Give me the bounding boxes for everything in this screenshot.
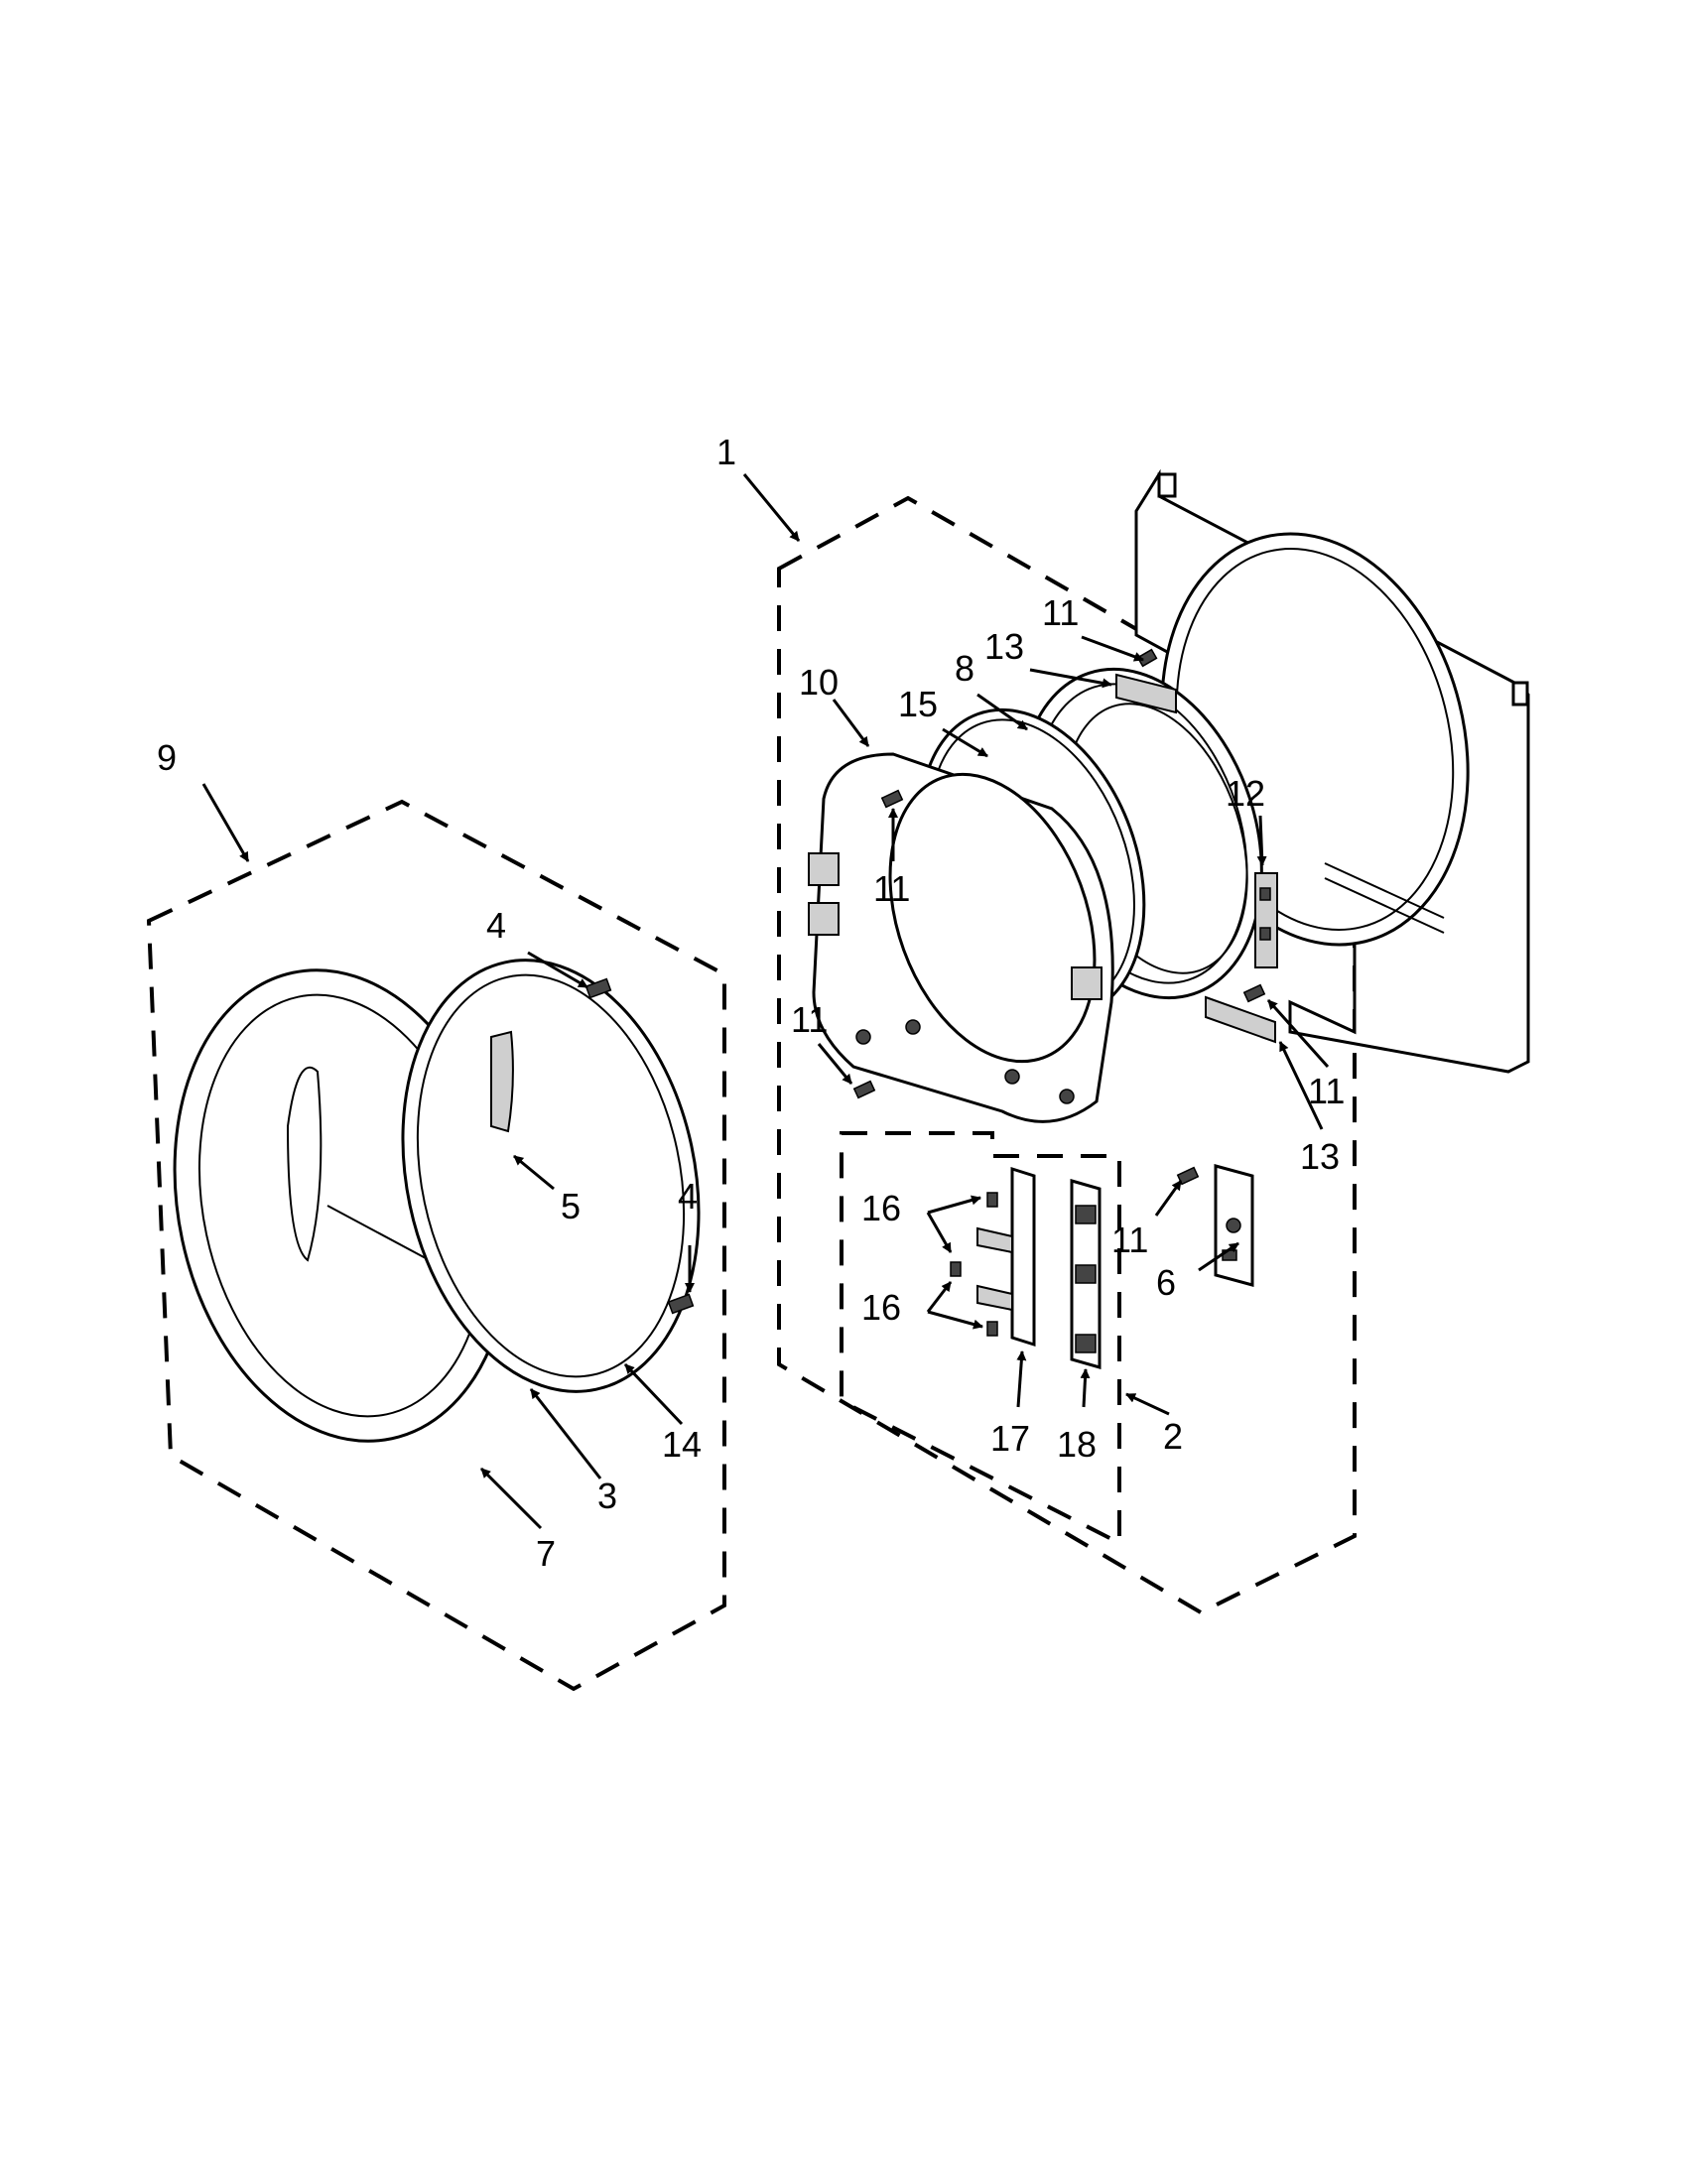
- callout-15: 15: [898, 684, 938, 724]
- door-handle-part-5: [490, 1030, 514, 1133]
- screw-icon-11-e: [1176, 1166, 1200, 1186]
- screw-icon-11-a: [1136, 648, 1158, 668]
- callout-6: 6: [1156, 1262, 1176, 1303]
- callout-13-top: 13: [984, 626, 1024, 667]
- leader-lines: [201, 473, 1330, 1530]
- group-2-boundary: [840, 1131, 1121, 1547]
- callout-11-lock: 11: [1111, 1220, 1148, 1260]
- hinge-bracket-part-12: [1254, 872, 1278, 968]
- callout-3: 3: [597, 1476, 617, 1516]
- callout-1: 1: [716, 432, 736, 472]
- door-glass-part-3: [286, 1066, 323, 1262]
- callout-7: 7: [536, 1533, 556, 1574]
- door-lock-part-6: [1214, 1164, 1254, 1287]
- callout-2: 2: [1163, 1416, 1183, 1457]
- group-9-boundary: [146, 799, 726, 1692]
- callout-14: 14: [662, 1424, 702, 1465]
- callout-11-left: 11: [791, 999, 828, 1040]
- callout-16-bottom: 16: [861, 1287, 901, 1328]
- callout-8: 8: [955, 648, 974, 689]
- callout-11-top: 11: [1042, 592, 1079, 633]
- hinge-part-17: [950, 1166, 1036, 1348]
- latch-plate-part-13-top: [1115, 673, 1177, 714]
- group-1-boundary: [777, 495, 1357, 1615]
- callout-11-right: 11: [1308, 1071, 1345, 1111]
- door-inner-ring-part-14: [401, 959, 701, 1393]
- callout-10: 10: [799, 662, 839, 703]
- hinge-plate-part-18: [1070, 1179, 1102, 1369]
- callout-18: 18: [1057, 1424, 1097, 1465]
- callout-16-top: 16: [861, 1188, 901, 1228]
- callout-4-bottom: 4: [678, 1176, 698, 1217]
- callout-11-plate: 11: [873, 868, 910, 909]
- callout-17: 17: [990, 1418, 1030, 1459]
- screw-icon-11-b: [880, 789, 904, 809]
- callout-5: 5: [561, 1186, 581, 1226]
- door-inner-ring-inner: [416, 973, 686, 1378]
- door-mounting-plate-part-10: [808, 752, 1114, 1123]
- callout-4-top: 4: [486, 905, 506, 946]
- screw-icon-11-d: [1242, 983, 1266, 1003]
- screw-icon-11-c: [852, 1080, 876, 1099]
- screw-icon-4-b: [667, 1293, 695, 1315]
- callout-13-bottom: 13: [1300, 1136, 1340, 1177]
- callout-12: 12: [1226, 773, 1265, 814]
- latch-plate-part-13-bottom: [1205, 995, 1276, 1044]
- screw-icon-4-a: [584, 977, 612, 999]
- callout-9: 9: [157, 737, 177, 778]
